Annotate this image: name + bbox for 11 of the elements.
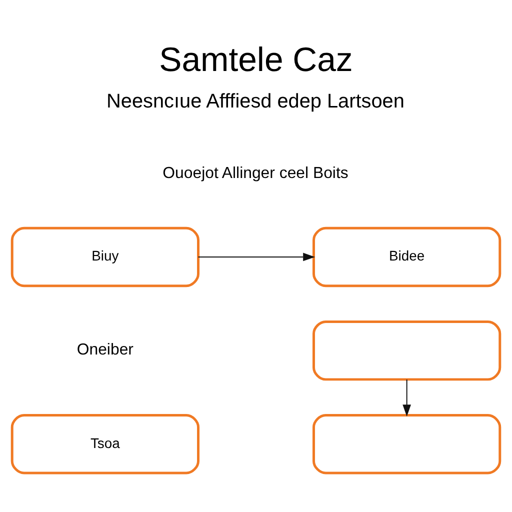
label: Neesncıue Afffiesd edep Lartsoen [106,90,404,112]
arrow [198,252,316,261]
node-box [312,320,502,380]
node-box [312,414,502,474]
label: Ouoejot Allinger ceel Boits [162,164,348,182]
label: Oneiber [76,340,134,358]
arrow [402,378,411,416]
node-box: Tsoa [10,414,200,474]
diagram-title: Samtele Caz [159,40,353,79]
node-box: Biuy [10,226,200,287]
node-box: Bidee [312,226,502,287]
